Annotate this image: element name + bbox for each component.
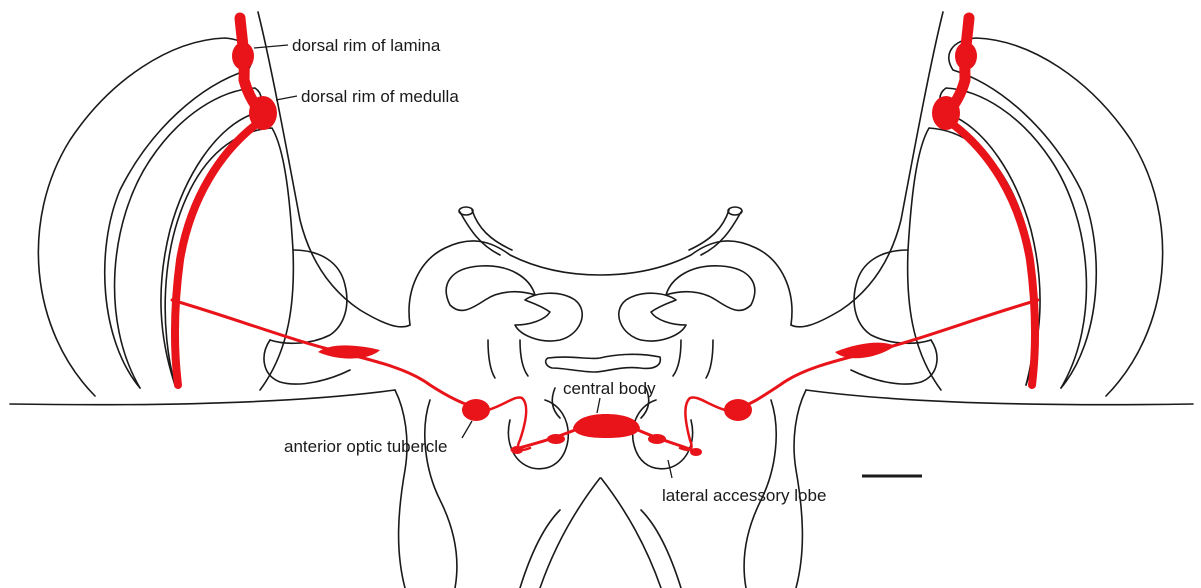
leader-dorsal-rim-medulla <box>276 96 297 100</box>
right-calyx <box>666 266 755 311</box>
left-medulla <box>165 128 293 390</box>
right-dorsal-rim-medulla <box>932 96 960 130</box>
label-dorsal-rim-lamina: dorsal rim of lamina <box>292 36 441 55</box>
leader-anterior-optic-tubercle <box>462 421 472 438</box>
right-antenna-stalk <box>701 212 741 255</box>
right-antenna-tip <box>728 207 742 215</box>
right-eye-outer <box>949 38 1163 396</box>
label-dorsal-rim-medulla: dorsal rim of medulla <box>301 87 459 106</box>
left-medulla-tract <box>175 120 262 385</box>
right-dorsal-rim-lamina <box>955 42 977 70</box>
central-lower-outline <box>395 390 407 588</box>
right-optic-fiber <box>738 300 1038 408</box>
right-lal-blob-2 <box>648 434 666 444</box>
left-anterior-optic-tubercle <box>462 399 490 421</box>
left-lal-blob-2 <box>547 434 565 444</box>
leader-central-body <box>597 398 600 413</box>
right-lobula <box>854 250 931 343</box>
central-body-highlight <box>573 414 640 438</box>
left-antenna-stalk <box>460 212 500 255</box>
right-medulla-tract <box>947 120 1035 385</box>
left-lobula <box>270 250 347 343</box>
label-lateral-accessory-lobe: lateral accessory lobe <box>662 486 826 505</box>
central-column-left <box>552 388 560 418</box>
protocerebrum-dome <box>409 241 792 325</box>
leader-dorsal-rim-lamina <box>254 45 288 48</box>
left-peduncle <box>488 340 495 378</box>
left-dorsal-rim-lamina <box>232 42 254 70</box>
left-antenna-tip <box>459 207 473 215</box>
protocerebral-bridge <box>546 354 661 372</box>
right-lal-outline <box>633 400 693 469</box>
esophagus-inner-right <box>641 510 681 588</box>
right-tubercle-to-lal <box>680 397 725 449</box>
body-line-left <box>10 390 395 405</box>
left-calyx <box>446 266 535 311</box>
left-eye-outer <box>38 38 252 396</box>
brain-outline <box>10 12 1193 588</box>
left-lal-blob <box>511 446 523 454</box>
left-lower-lobe <box>425 400 457 588</box>
esophagus-inner-left <box>520 510 560 588</box>
left-dorsal-rim-medulla <box>249 96 277 130</box>
right-medulla <box>908 128 1036 390</box>
label-anterior-optic-tubercle: anterior optic tubercle <box>284 437 447 456</box>
left-calyx-inner <box>515 293 582 341</box>
esophagus-right <box>601 478 661 588</box>
body-line-right <box>806 390 1193 405</box>
right-fiber-swelling <box>835 343 895 359</box>
right-lal-blob <box>690 448 702 456</box>
label-central-body: central body <box>563 379 656 398</box>
leader-lateral-accessory-lobe <box>668 460 672 478</box>
right-peduncle-2 <box>673 340 681 376</box>
left-head-edge <box>258 12 410 327</box>
right-calyx-inner <box>619 293 686 341</box>
esophagus-left <box>540 478 600 588</box>
right-anterior-optic-tubercle <box>724 399 752 421</box>
right-head-edge <box>791 12 943 327</box>
right-peduncle <box>706 340 713 378</box>
left-peduncle-2 <box>520 340 528 376</box>
